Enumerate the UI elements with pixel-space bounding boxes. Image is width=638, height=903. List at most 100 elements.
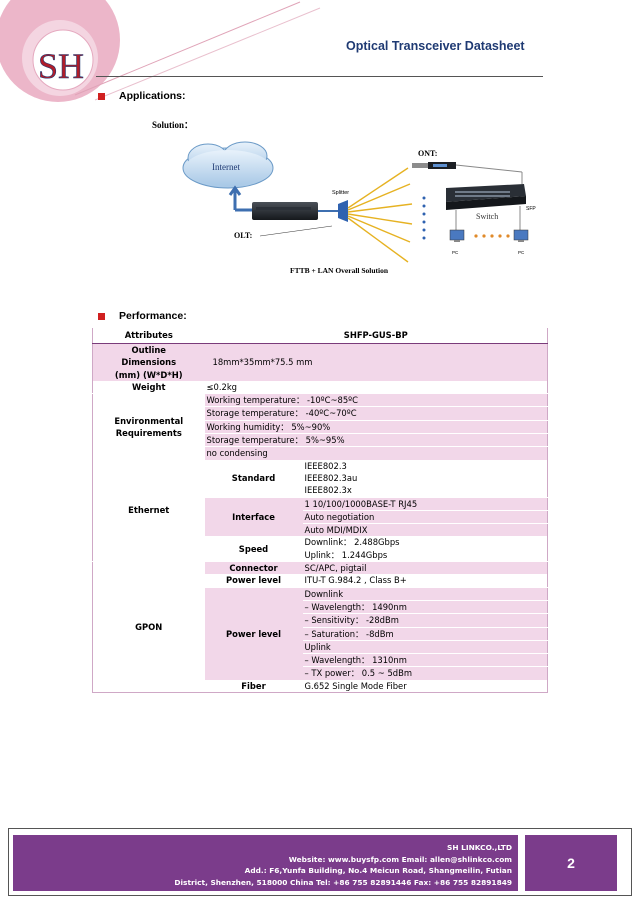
table-row: IEEE802.3x (93, 484, 548, 498)
ellipsis-dots (422, 196, 426, 240)
table-row: – Wavelength： 1490nm (93, 599, 548, 614)
olt-label: OLT: (234, 231, 252, 240)
table-row: Speed Downlink： 2.488Gbps (93, 536, 548, 562)
interface-label: Interface (204, 496, 303, 537)
power-detail: – Wavelength： 1490nm (302, 599, 548, 614)
splitter-icon (338, 200, 348, 222)
env-value: Storage temperature： 5%~95% (204, 433, 548, 447)
power-detail: – TX power： 0.5 ~ 5dBm (302, 666, 548, 680)
connector-label: Connector (204, 561, 303, 575)
applications-label: Applications: (119, 90, 186, 102)
table-row: Fiber G.652 Single Mode Fiber (93, 679, 548, 693)
internet-label: Internet (212, 162, 240, 172)
district-phone-line: District, Shenzhen, 518000 China Tel: +8… (174, 877, 512, 887)
table-row: Interface 1 10/100/1000BASE-T RJ45 (93, 496, 548, 537)
env-value: no condensing (204, 446, 548, 460)
outline-value: 18mm*35mm*75.5 mm (204, 343, 548, 381)
table-header-row: Attributes SHFP-GUS-BP (92, 328, 548, 344)
interface-value: Auto negotiation (302, 509, 548, 524)
pc-label-2: PC (518, 250, 525, 255)
header-model: SHFP-GUS-BP (204, 328, 548, 344)
table-row: Power level ITU-T G.984.2 , Class B+ (93, 574, 548, 588)
standard-value: IEEE802.3au (302, 471, 548, 485)
pc-icon (449, 229, 465, 242)
standard-label: Standard (204, 459, 303, 498)
switch-device-icon (446, 184, 526, 210)
switch-label: Switch (476, 212, 498, 221)
ethernet-label: Ethernet (92, 459, 205, 562)
table-row: Storage temperature： 5%~95% (93, 433, 548, 447)
speed-value: Downlink： 2.488Gbps (302, 536, 548, 549)
fiber-value: G.652 Single Mode Fiber (302, 679, 548, 693)
sfp-label: SFP (526, 206, 536, 212)
fiber-label: Fiber (204, 679, 303, 693)
header-divider (96, 76, 543, 77)
power-detail: – Sensitivity： -28dBm (302, 613, 548, 628)
footer-contact-text: SH LINKCO.,LTD Website: www.buysfp.com E… (174, 842, 512, 888)
uplink-arrow-icon (228, 185, 252, 212)
weight-label: Weight (92, 380, 205, 394)
power-detail: Downlink (302, 586, 548, 601)
square-bullet-icon (98, 92, 105, 100)
table-row: – Wavelength： 1310nm (93, 653, 548, 667)
company-logo: SH (0, 0, 321, 102)
pc-label-1: PC (452, 250, 459, 255)
table-row: Ethernet Standard IEEE802.3 (92, 459, 548, 562)
address-line: Add.: F6,Yunfa Building, No.4 Meicun Roa… (244, 866, 512, 875)
olt-device-icon (252, 202, 318, 220)
diagram-caption: FTTB + LAN Overall Solution (290, 266, 389, 275)
network-diagram: Solution： Internet OLT: Splitter ONT: (152, 120, 536, 275)
ont-device-icon (412, 162, 456, 169)
table-row: Weight ≤0.2kg (92, 380, 548, 394)
interface-value: 1 10/100/1000BASE-T RJ45 (302, 496, 548, 511)
power-detail: – Wavelength： 1310nm (302, 653, 548, 667)
table-row: Auto negotiation (93, 509, 548, 524)
table-row: IEEE802.3au (93, 471, 548, 485)
power-level-label: Power level (204, 586, 303, 680)
environment-label: Environmental Requirements (92, 393, 205, 460)
internet-cloud-icon (182, 141, 274, 189)
outline-label: Outline Dimensions (mm) (W*D*H) (92, 343, 205, 381)
performance-label: Performance: (119, 310, 187, 322)
ont-label: ONT: (418, 149, 437, 158)
env-value: Working humidity： 5%~90% (204, 419, 548, 434)
performance-heading: Performance: (98, 310, 187, 322)
fiber-fanout (347, 167, 413, 263)
solution-label: Solution： (152, 120, 193, 130)
power-detail: Uplink (302, 639, 548, 654)
header-attributes: Attributes (92, 328, 205, 344)
speed-label: Speed (204, 536, 303, 562)
connector-value: SC/APC, pigtail (302, 561, 548, 575)
page-number: 2 (525, 835, 617, 891)
table-row: Outline Dimensions (mm) (W*D*H) 18mm*35m… (92, 343, 548, 381)
env-value: Storage temperature： -40ºC~70ºC (204, 406, 548, 421)
table-row: Uplink： 1.244Gbps (93, 548, 548, 562)
table-row: Working humidity： 5%~90% (93, 419, 548, 434)
table-row: – Sensitivity： -28dBm (93, 613, 548, 628)
applications-heading: Applications: (98, 90, 186, 102)
table-row: Auto MDI/MDIX (93, 523, 548, 537)
table-row: Uplink (93, 639, 548, 654)
company-name: SH LINKCO.,LTD (447, 843, 512, 852)
performance-table: Attributes SHFP-GUS-BP Outline Dimension… (92, 328, 548, 694)
gpon-label: GPON (92, 561, 205, 693)
table-row: Storage temperature： -40ºC~70ºC (93, 406, 548, 421)
env-value: Working temperature： -10ºC~85ºC (204, 393, 548, 407)
logo-letters: SH (38, 46, 84, 86)
table-row: no condensing (93, 446, 548, 460)
splitter-label: Splitter (332, 190, 349, 196)
pc-icon (513, 229, 529, 242)
power-level-value: ITU-T G.984.2 , Class B+ (302, 574, 548, 588)
interface-value: Auto MDI/MDIX (302, 523, 548, 537)
power-level-label: Power level (204, 574, 303, 588)
speed-value: Uplink： 1.244Gbps (302, 548, 548, 562)
table-row: Power level Downlink (93, 586, 548, 680)
table-row: Environmental Requirements Working tempe… (92, 393, 548, 460)
table-row: GPON Connector SC/APC, pigtail (92, 561, 548, 693)
weight-value: ≤0.2kg (204, 380, 548, 394)
power-detail: – Saturation： -8dBm (302, 626, 548, 641)
pc-ellipsis-dots (474, 234, 510, 238)
website-email: Website: www.buysfp.com Email: allen@shl… (288, 854, 512, 864)
table-row: – TX power： 0.5 ~ 5dBm (93, 666, 548, 680)
footer-contact-band: SH LINKCO.,LTD Website: www.buysfp.com E… (13, 835, 518, 891)
